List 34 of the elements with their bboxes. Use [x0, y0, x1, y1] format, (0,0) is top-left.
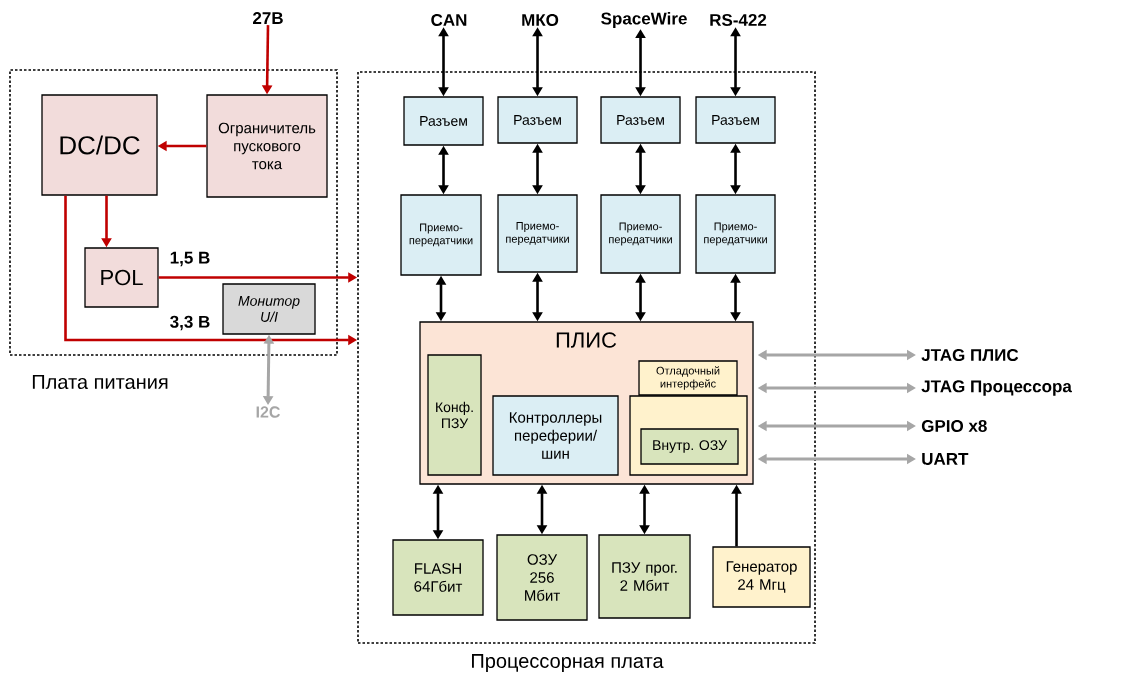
- edge-label: 1,5 В: [170, 251, 210, 267]
- node-label: Процессорная плата: [472, 654, 664, 672]
- connector-box: Разъем: [695, 96, 776, 144]
- connector-box: Разъем: [600, 96, 681, 144]
- interface-label: CAN: [431, 14, 467, 26]
- limiter-box: Ограничитель пускового тока: [206, 94, 328, 198]
- interface-label: GPIO x8: [921, 420, 987, 433]
- transceiver-box: Приемо-передатчики: [600, 194, 681, 274]
- transceiver-box: Приемо-передатчики: [497, 194, 578, 273]
- pol-box: POL: [84, 247, 159, 308]
- controller-box: Контроллеры переферии/ шин: [492, 395, 619, 476]
- bus-label: I2C: [256, 406, 280, 418]
- interface-label: SpaceWire: [601, 12, 687, 28]
- interface-label: JTAG ПЛИС: [921, 349, 1019, 362]
- interface-label: UART: [922, 453, 969, 465]
- node-label: Плата питания: [32, 375, 168, 389]
- ram-box: ОЗУ 256 Мбит: [496, 534, 588, 621]
- transceiver-box: Приемо-передатчики: [695, 194, 776, 274]
- interface-label: МКО: [522, 14, 559, 26]
- interface-label: RS-422: [710, 14, 767, 26]
- generator-box: Генератор 24 Мгц: [712, 546, 811, 608]
- interface-label: JTAG Процессора: [921, 380, 1072, 396]
- program-rom-box: ПЗУ прог. 2 Мбит: [598, 534, 691, 619]
- monitor-box: Монитор U/I: [222, 283, 316, 335]
- flash-box: FLASH 64Гбит: [392, 539, 484, 616]
- config-rom-box: Конф. ПЗУ: [427, 354, 482, 476]
- debug-interface-box: Отладочный интерфейс: [638, 360, 738, 396]
- transceiver-box: Приемо-передатчики: [400, 194, 482, 276]
- internal-ram-box: Внутр. ОЗУ: [640, 428, 739, 465]
- edge-label: 3,3 В: [170, 315, 210, 331]
- connector-box: Разъем: [497, 96, 578, 144]
- connector-box: Разъем: [403, 96, 484, 146]
- converter-box: DC/DC: [41, 94, 158, 196]
- voltage-label: 27В: [253, 12, 283, 24]
